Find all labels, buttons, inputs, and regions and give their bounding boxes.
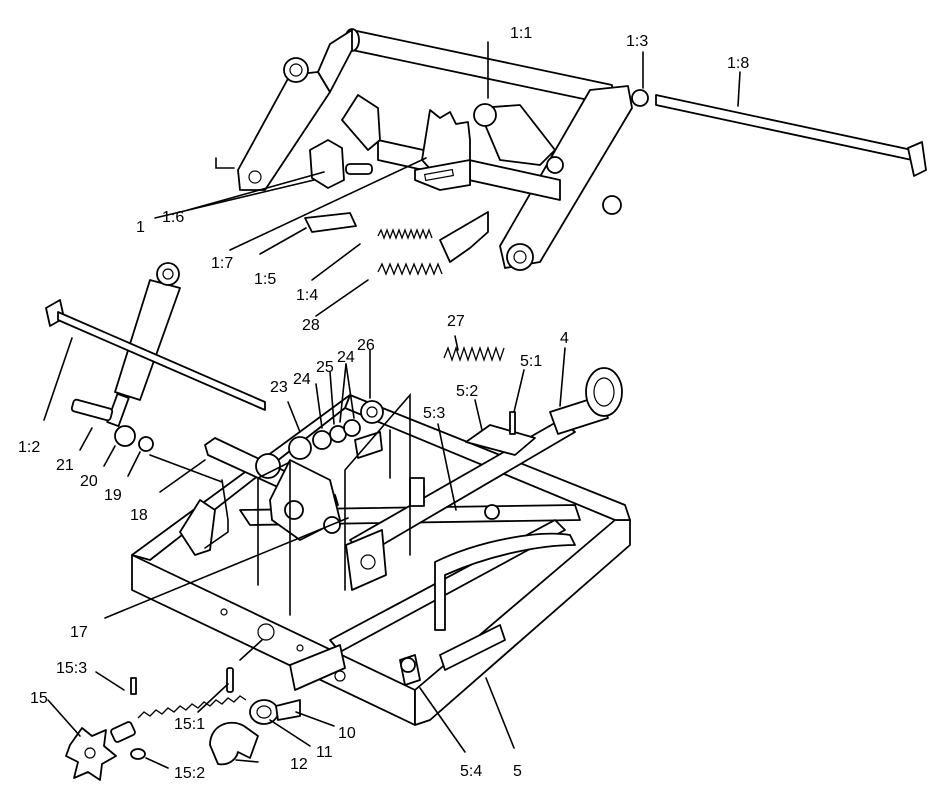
loose-bushing: [602, 195, 622, 215]
pin-1-7: [345, 163, 373, 175]
callout-5-1: 5:1: [520, 353, 542, 370]
spring-27: [443, 345, 505, 363]
callout-15-3: 15:3: [56, 660, 87, 677]
callout-18: 18: [130, 507, 148, 524]
callout-23: 23: [270, 379, 288, 396]
callout-24b: 24: [337, 349, 355, 366]
callout-28: 28: [302, 317, 320, 334]
spring-28: [377, 262, 443, 276]
callout-27: 27: [447, 313, 465, 330]
callout-5-4: 5:4: [460, 763, 482, 780]
shock-absorber: [70, 262, 181, 452]
callout-26: 26: [357, 337, 375, 354]
callout-4: 4: [560, 330, 569, 347]
callout-1-4: 1:4: [296, 287, 318, 304]
callout-11: 11: [316, 744, 333, 761]
pin-15-3: [130, 677, 137, 695]
callout-15-2: 15:2: [174, 765, 205, 782]
callout-12: 12: [290, 756, 308, 773]
adjuster-15: [65, 639, 263, 781]
washer-24b: [343, 419, 361, 437]
callout-25: 25: [316, 359, 334, 376]
bracket-1-6: [309, 139, 345, 189]
right-arm: [499, 85, 633, 269]
left-arm-bushing: [283, 57, 309, 83]
callout-1-1: 1:1: [510, 25, 532, 42]
callout-5-3: 5:3: [423, 405, 445, 422]
star-knob-15: [65, 727, 117, 781]
plate-10: [275, 699, 301, 721]
screw-5-1: [509, 411, 516, 435]
callout-1-7: 1:7: [211, 255, 233, 272]
callout-19: 19: [104, 487, 122, 504]
right-arm-bushing: [506, 243, 534, 271]
roller-4: [549, 367, 623, 435]
ring-15-2: [130, 748, 146, 760]
callout-10: 10: [338, 725, 356, 742]
spring-1-4: [377, 228, 433, 240]
nut-23: [288, 436, 312, 460]
callout-15: 15: [30, 690, 48, 707]
washer-26: [360, 400, 384, 424]
rod-1-8: [631, 89, 927, 177]
callout-24a: 24: [293, 371, 311, 388]
threaded-rod-15: [137, 695, 247, 719]
callout-1: 1: [136, 219, 145, 236]
clip-12: [209, 721, 259, 766]
upper-linkage-assembly: [215, 28, 633, 276]
washer-24a: [312, 430, 332, 450]
top-cross-tube: [351, 29, 613, 106]
callout-5: 5: [513, 763, 522, 780]
callout-17: 17: [70, 624, 88, 641]
bolt-21: [70, 398, 114, 422]
pin-15-1: [226, 667, 234, 693]
base-frame: [131, 367, 631, 726]
lever: [439, 211, 489, 263]
callout-15-1: 15:1: [174, 716, 205, 733]
leader-lines: [43, 41, 741, 769]
callout-5-2: 5:2: [456, 383, 478, 400]
callout-21: 21: [56, 457, 74, 474]
callout-1-5: 1:5: [254, 271, 276, 288]
rod-1-2: [45, 299, 266, 411]
plate-18-assembly: [179, 400, 384, 556]
assembly-lines: [149, 392, 411, 616]
callout-1-2: 1:2: [18, 439, 40, 456]
bushing-11: [249, 699, 279, 725]
washer-1-3: [631, 89, 649, 107]
spacer-block-1-5: [304, 212, 357, 233]
ring-19: [138, 436, 154, 452]
eye-20: [114, 425, 136, 447]
callout-1-6: 1:6: [162, 209, 184, 226]
callout-labels: 1:1 1:3 1:8 1 1:6 1:7 1:5 1:4 28 27 4 5:…: [18, 25, 749, 782]
callout-20: 20: [80, 473, 98, 490]
clamp-parts: [209, 699, 301, 766]
callout-1-8: 1:8: [727, 55, 749, 72]
callout-1-3: 1:3: [626, 33, 648, 50]
